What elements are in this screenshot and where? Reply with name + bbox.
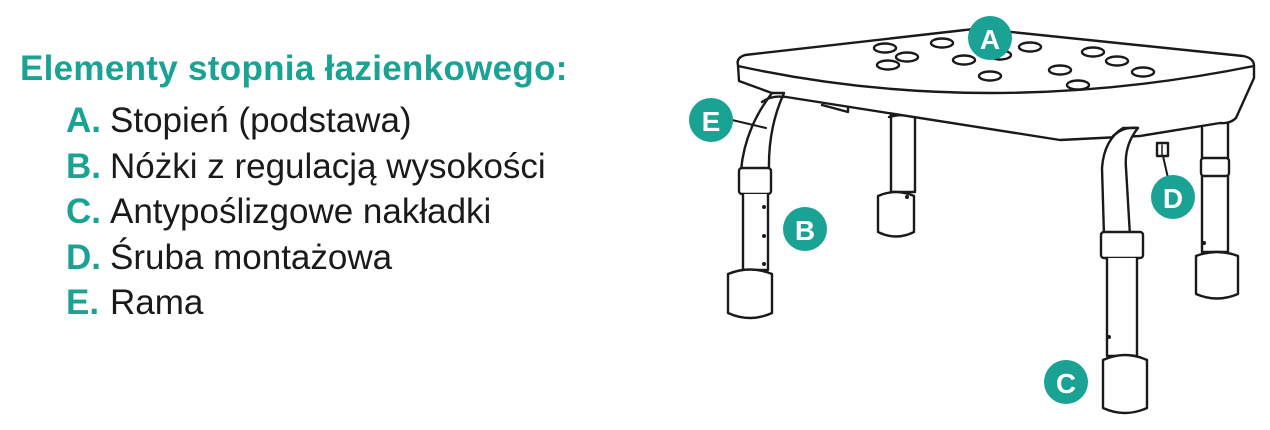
legend-text: Rama bbox=[110, 283, 204, 322]
legend-letter: C. bbox=[66, 192, 101, 231]
badge-a-label: A bbox=[980, 24, 1000, 55]
badge-b: B bbox=[783, 207, 827, 251]
legend: Elementy stopnia łazienkowego: A. Stopie… bbox=[20, 40, 568, 326]
legend-letter: B. bbox=[66, 146, 101, 186]
front-right-leg bbox=[1099, 126, 1149, 415]
legend-letter: D. bbox=[66, 237, 101, 277]
legend-letter: A. bbox=[66, 101, 101, 140]
legend-list: A. Stopień (podstawa) B. Nóżki z regulac… bbox=[20, 98, 568, 326]
legend-text: Stopień (podstawa) bbox=[110, 101, 412, 140]
legend-item-d: D. Śruba montażowa bbox=[66, 235, 568, 281]
stool-top bbox=[736, 27, 1256, 142]
leader-lines bbox=[731, 119, 1169, 179]
legend-text: Nóżki z regulacją wysokości bbox=[110, 146, 546, 186]
badge-e: E bbox=[689, 98, 733, 142]
badge-c-label: C bbox=[1056, 368, 1076, 399]
badge-c: C bbox=[1044, 360, 1088, 404]
legend-title: Elementy stopnia łazienkowego: bbox=[20, 49, 568, 88]
badge-e-label: E bbox=[702, 106, 721, 137]
back-left-leg bbox=[876, 110, 919, 238]
badge-a: A bbox=[968, 16, 1012, 60]
legend-text: Śruba montażowa bbox=[110, 237, 393, 277]
front-left-leg bbox=[726, 91, 786, 320]
back-right-leg bbox=[1194, 122, 1240, 300]
legend-letter: E. bbox=[66, 283, 100, 322]
badge-d: D bbox=[1151, 175, 1195, 219]
badge-b-label: B bbox=[795, 215, 815, 246]
badge-d-label: D bbox=[1163, 183, 1183, 214]
mounting-screw bbox=[1155, 141, 1170, 158]
legend-item-e: E. Rama bbox=[66, 280, 568, 326]
legend-text: Antypoślizgowe nakładki bbox=[110, 192, 492, 231]
legend-item-c: C. Antypoślizgowe nakładki bbox=[66, 189, 568, 235]
legend-item-a: A. Stopień (podstawa) bbox=[66, 98, 568, 144]
legend-item-b: B. Nóżki z regulacją wysokości bbox=[66, 144, 568, 190]
